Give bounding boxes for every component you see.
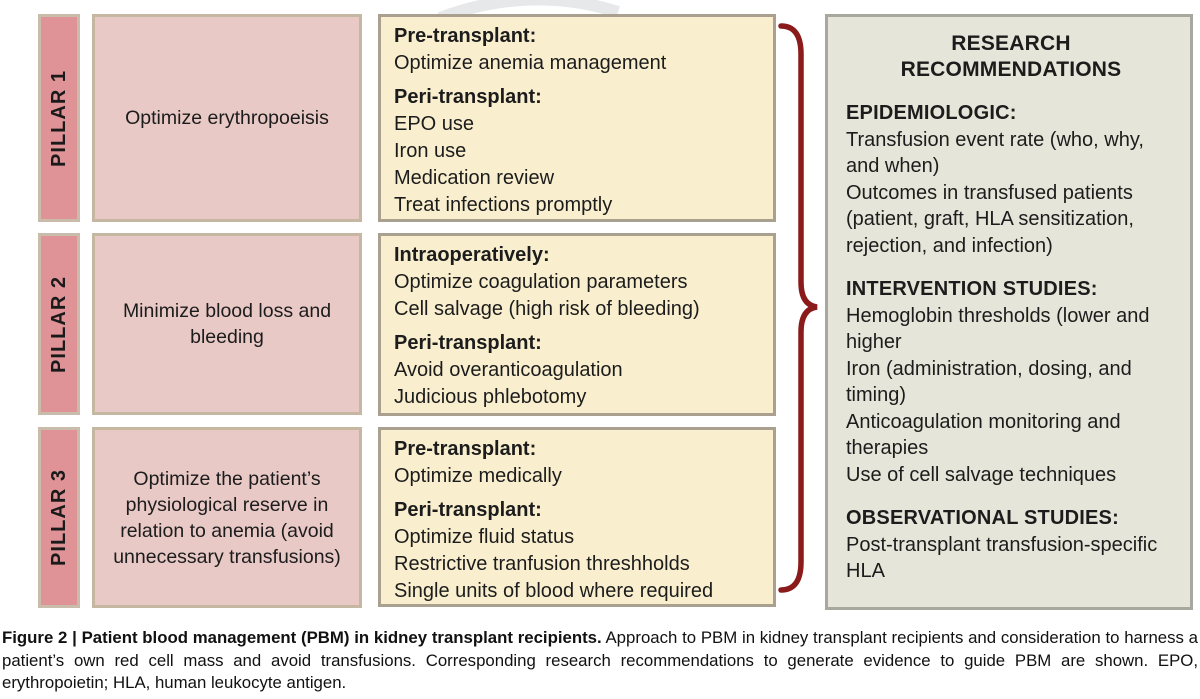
- detail-section: Peri-transplant: Avoid overanticoagulati…: [394, 330, 765, 411]
- pillar-2-summary-box: Minimize blood loss and bleeding: [92, 233, 362, 415]
- research-title: RESEARCH RECOMMENDATIONS: [900, 32, 1122, 81]
- detail-section: Pre-transplant: Optimize anemia manageme…: [394, 23, 765, 77]
- curly-brace: [778, 23, 818, 593]
- pillar-1-label: PILLAR 1: [47, 69, 70, 167]
- research-section-epidemiologic: EPIDEMIOLOGIC: Transfusion event rate (w…: [846, 100, 1176, 259]
- pillar-2-summary: Minimize blood loss and bleeding: [122, 300, 332, 348]
- research-section-intervention: INTERVENTION STUDIES: Hemoglobin thresho…: [846, 276, 1176, 488]
- research-item: Use of cell salvage techniques: [846, 463, 1117, 486]
- research-section-observational: OBSERVATIONAL STUDIES: Post-transplant t…: [846, 505, 1176, 585]
- detail-item: Medication review: [394, 167, 555, 189]
- pillar-2-bar: PILLAR 2: [38, 233, 80, 415]
- detail-heading: Pre-transplant:: [394, 25, 537, 47]
- pillar-2-detail-box: Intraoperatively: Optimize coagulation p…: [378, 233, 776, 416]
- pillar-3-label: PILLAR 3: [47, 469, 70, 566]
- detail-item: Restrictive tranfusion threshholds: [394, 553, 690, 575]
- research-item: Anticoagulation monitoring and therapies: [846, 410, 1121, 460]
- pillar-3-summary-box: Optimize the patient’s physiological res…: [92, 427, 362, 608]
- research-section-heading: OBSERVATIONAL STUDIES:: [846, 507, 1119, 529]
- detail-heading: Pre-transplant:: [394, 438, 537, 460]
- detail-heading: Peri-transplant:: [394, 499, 542, 521]
- figure-caption: Figure 2 | Patient blood management (PBM…: [2, 627, 1198, 695]
- detail-item: Iron use: [394, 140, 467, 162]
- research-item: Outcomes in transfused patients (patient…: [846, 181, 1134, 257]
- research-item: Transfusion event rate (who, why, and wh…: [846, 128, 1144, 178]
- research-section-heading: INTERVENTION STUDIES:: [846, 278, 1098, 300]
- detail-item: Single units of blood where required: [394, 580, 714, 602]
- detail-item: Judicious phlebotomy: [394, 386, 587, 408]
- detail-section: Intraoperatively: Optimize coagulation p…: [394, 242, 765, 323]
- detail-heading: Peri-transplant:: [394, 332, 542, 354]
- pillar-3-summary: Optimize the patient’s physiological res…: [113, 467, 341, 568]
- detail-heading: Intraoperatively:: [394, 244, 550, 266]
- detail-item: Optimize anemia management: [394, 52, 667, 74]
- detail-item: Optimize medically: [394, 465, 562, 487]
- pillar-1-detail-box: Pre-transplant: Optimize anemia manageme…: [378, 14, 776, 222]
- pillar-1-bar: PILLAR 1: [38, 14, 80, 222]
- detail-item: Optimize coagulation parameters: [394, 271, 688, 293]
- figure-caption-text: Approach to PBM in kidney transplant rec…: [2, 628, 1198, 692]
- detail-heading: Peri-transplant:: [394, 86, 542, 108]
- research-recommendations-box: RESEARCH RECOMMENDATIONS EPIDEMIOLOGIC: …: [825, 14, 1193, 610]
- detail-item: EPO use: [394, 113, 475, 135]
- pillar-1-summary: Optimize erythropoeisis: [125, 107, 329, 129]
- pillar-1-summary-box: Optimize erythropoeisis: [92, 14, 362, 222]
- figure-caption-title: Figure 2 | Patient blood management (PBM…: [2, 628, 602, 647]
- detail-item: Optimize fluid status: [394, 526, 575, 548]
- research-section-heading: EPIDEMIOLOGIC:: [846, 102, 1017, 124]
- detail-section: Peri-transplant: Optimize fluid status R…: [394, 497, 765, 605]
- detail-item: Avoid overanticoagulation: [394, 359, 623, 381]
- pillar-3-bar: PILLAR 3: [38, 427, 80, 608]
- detail-item: Cell salvage (high risk of bleeding): [394, 298, 700, 320]
- research-item: Iron (administration, dosing, and timing…: [846, 357, 1132, 407]
- research-item: Hemoglobin thresholds (lower and higher: [846, 304, 1150, 354]
- research-item: Post-transplant transfusion-specific HLA: [846, 533, 1158, 583]
- pillar-3-detail-box: Pre-transplant: Optimize medically Peri-…: [378, 427, 776, 607]
- detail-section: Pre-transplant: Optimize medically: [394, 436, 765, 490]
- pillar-2-label: PILLAR 2: [47, 275, 70, 373]
- detail-item: Treat infections promptly: [394, 194, 613, 216]
- detail-section: Peri-transplant: EPO use Iron use Medica…: [394, 84, 765, 219]
